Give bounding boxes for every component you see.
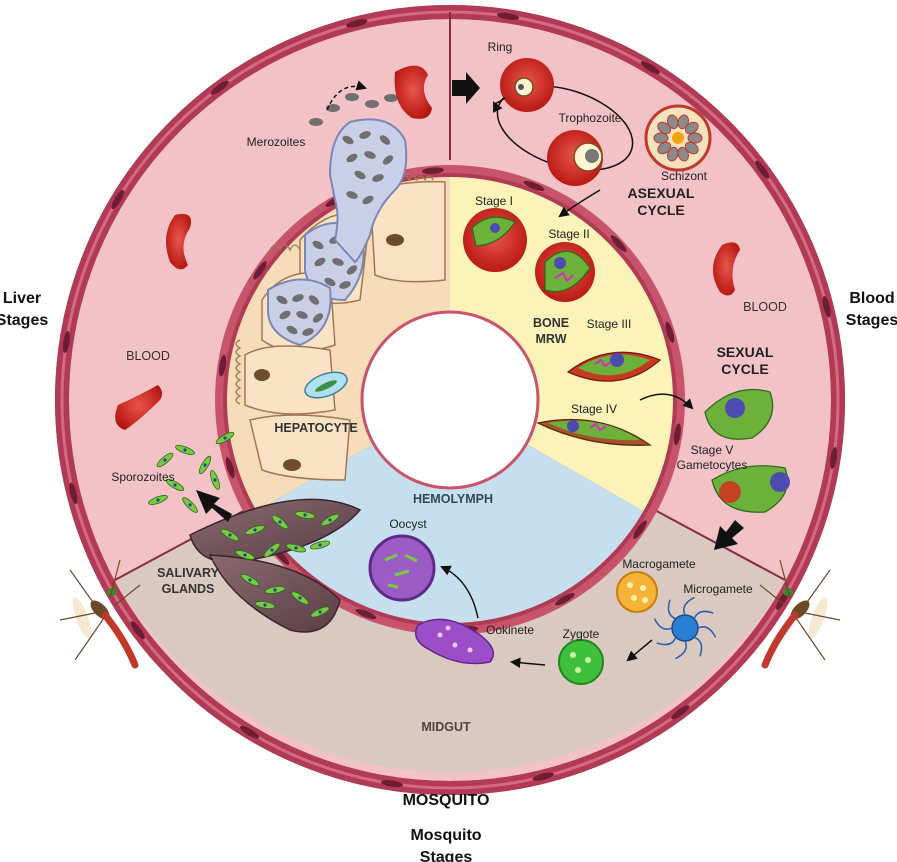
mosquito-label: MOSQUITO bbox=[403, 792, 490, 809]
mosquito-icon-right bbox=[759, 559, 841, 669]
mosquito-icon-left bbox=[59, 559, 141, 669]
oocyst-label: Oocyst bbox=[389, 517, 427, 531]
blood-left-label: BLOOD bbox=[126, 349, 170, 363]
asexual-cycle bbox=[452, 58, 712, 218]
hepatocyte-label: HEPATOCYTE bbox=[274, 421, 357, 435]
ookinete-label: Ookinete bbox=[486, 623, 534, 637]
zygote-label: Zygote bbox=[563, 627, 600, 641]
ring-label: Ring bbox=[488, 40, 513, 54]
gametocyte-development bbox=[463, 208, 790, 550]
stage-iii-label: Stage III bbox=[587, 317, 632, 331]
stage-iv-label: Stage IV bbox=[571, 402, 617, 416]
schizont-cell bbox=[644, 104, 712, 172]
red-blood-cells bbox=[115, 65, 740, 430]
center-hole bbox=[360, 310, 540, 490]
macrogamete-label: Macrogamete bbox=[622, 557, 696, 571]
midgut-label: MIDGUT bbox=[421, 720, 471, 734]
mosquito-stages-art bbox=[148, 431, 717, 685]
schizont-label: Schizont bbox=[661, 169, 708, 183]
hemolymph-sector bbox=[255, 400, 645, 625]
blood-right-label: BLOOD bbox=[743, 300, 787, 314]
stage-i-label: Stage I bbox=[475, 194, 513, 208]
merozoite-release bbox=[309, 80, 408, 264]
stage-ii-label: Stage II bbox=[548, 227, 589, 241]
oocyst-art bbox=[368, 534, 436, 602]
sporozoites-label: Sporozoites bbox=[111, 470, 174, 484]
microgamete-label: Microgamete bbox=[683, 582, 753, 596]
hemolymph-label: HEMOLYMPH bbox=[413, 492, 493, 506]
merozoites-label: Merozoites bbox=[247, 135, 306, 149]
trophozoite-label: Trophozoite bbox=[559, 111, 622, 125]
hepatocyte-cells bbox=[235, 175, 446, 481]
